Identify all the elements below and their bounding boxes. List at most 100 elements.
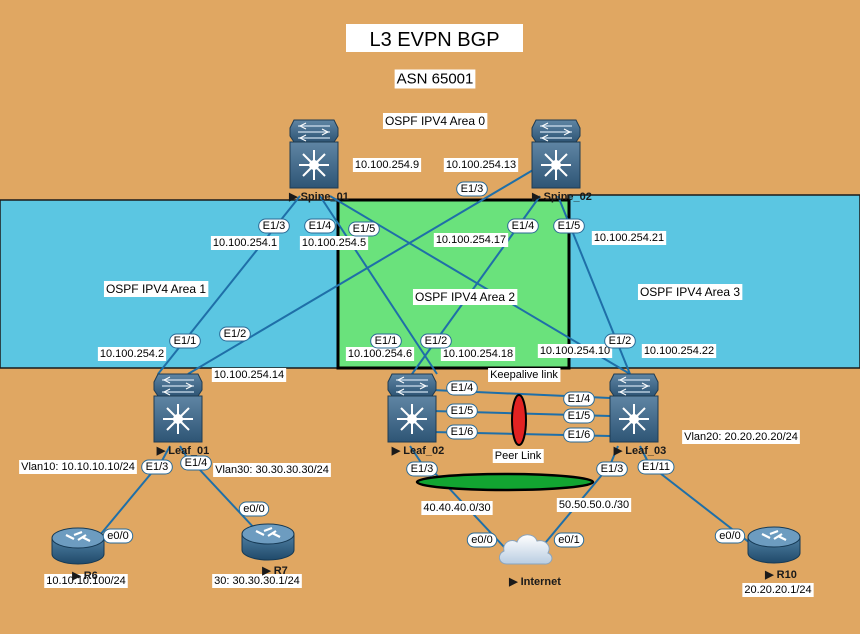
ip-label-bg (210, 236, 280, 250)
interface-label-bg (507, 218, 539, 234)
ip-label-bg (537, 344, 613, 358)
interface-label-bg (563, 427, 595, 443)
interface-label-bg (219, 326, 251, 342)
interface-label: E1/2 (224, 328, 247, 340)
host-ip-label: 10.10.10.100/24 (46, 575, 126, 587)
area3-label: OSPF IPV4 Area 3 (640, 285, 740, 299)
vlan-label: Vlan10: 10.10.10.10/24 (21, 461, 135, 473)
page-title: L3 EVPN BGP (369, 29, 499, 51)
ip-label-bg (352, 158, 422, 172)
interface-label: E1/4 (185, 457, 208, 469)
leaf01-name: ▶ Leaf_01 (156, 445, 210, 457)
host-ip-label: 30: 30.30.30.1/24 (214, 575, 300, 587)
interface-label-bg (563, 408, 595, 424)
ip-label-bg (345, 347, 415, 361)
leaf01-icon[interactable] (153, 373, 203, 443)
interface-label-bg (446, 424, 478, 440)
peer-link-label: Peer Link (495, 450, 542, 462)
ip-label-bg (443, 158, 519, 172)
area2-label: OSPF IPV4 Area 2 (415, 290, 515, 304)
interface-label: e0/0 (719, 530, 740, 542)
title-box (346, 24, 523, 52)
interface-label-bg (406, 461, 438, 477)
interface-label-bg (348, 221, 380, 237)
interface-label: E1/11 (642, 461, 670, 473)
interface-label-bg (714, 528, 746, 544)
network-label-bg (556, 498, 632, 512)
keepalive-link-channel (511, 394, 527, 446)
ip-label: 10.100.254.22 (644, 345, 714, 357)
interface-label-bg (102, 528, 134, 544)
asn-label: ASN 65001 (397, 71, 474, 88)
r10-router-icon[interactable] (746, 525, 802, 565)
r7-router-icon[interactable] (240, 522, 296, 562)
interface-label: E1/4 (451, 382, 474, 394)
ip-label: 10.100.254.6 (348, 348, 412, 360)
interface-label-bg (604, 333, 636, 349)
ip-label: 10.100.254.9 (355, 159, 419, 171)
ip-label-bg (641, 344, 717, 358)
leaf02-name: ▶ Leaf_02 (391, 445, 445, 457)
ip-label-bg (440, 347, 516, 361)
ip-label: 10.100.254.10 (540, 345, 610, 357)
network-label: 50.50.50.0./30 (559, 499, 629, 511)
spine01-name: ▶ Spine_01 (288, 191, 349, 203)
interface-label-bg (238, 501, 270, 517)
interface-label-bg (456, 181, 488, 197)
interface-label: E1/3 (411, 463, 434, 475)
interface-label: e0/0 (471, 534, 492, 546)
interface-label: e0/0 (243, 503, 264, 515)
interface-label: E1/1 (375, 335, 398, 347)
leaf02-icon[interactable] (387, 373, 437, 443)
area3-label-bg (637, 284, 743, 300)
ip-label: 10.100.254.21 (594, 232, 664, 244)
ip-label: 10.100.254.1 (213, 237, 277, 249)
interface-label-bg (420, 333, 452, 349)
host-ip-label-bg (44, 574, 128, 588)
asn-label-bg (394, 69, 476, 89)
peer-link-channel (415, 472, 595, 492)
vlan-label: Vlan30: 30.30.30.30/24 (215, 464, 329, 476)
interface-label-bg (258, 218, 290, 234)
interface-label: E1/5 (568, 410, 591, 422)
interface-label: e0/0 (107, 530, 128, 542)
network-label: 40.40.40.0/30 (423, 502, 490, 514)
interface-label-bg (304, 218, 336, 234)
interface-label-bg (370, 333, 402, 349)
ip-label: 10.100.254.13 (446, 159, 516, 171)
spine01-icon[interactable] (289, 119, 339, 189)
interface-label: E1/3 (601, 463, 624, 475)
interface-label-bg (466, 532, 498, 548)
interface-label: E1/5 (558, 220, 581, 232)
vlan-label-bg (19, 460, 137, 474)
area0-label: OSPF IPV4 Area 0 (385, 114, 485, 128)
interface-label-bg (141, 459, 173, 475)
ip-label: 10.100.254.14 (214, 369, 284, 381)
interface-label: E1/3 (263, 220, 286, 232)
interface-label: E1/6 (451, 426, 474, 438)
interface-label-bg (637, 459, 675, 475)
interface-label: E1/6 (568, 429, 591, 441)
host-ip-label: 20.20.20.1/24 (744, 584, 811, 596)
host-ip-label-bg (742, 583, 814, 597)
area0-label-bg (382, 113, 488, 129)
vlan-label: Vlan20: 20.20.20.20/24 (684, 431, 798, 443)
interface-label: E1/3 (146, 461, 169, 473)
ip-label-bg (97, 347, 167, 361)
internet-name: ▶ Internet (508, 576, 561, 588)
spine02-name: ▶ Spine_02 (531, 191, 592, 203)
interface-label: e0/1 (558, 534, 579, 546)
ip-label: 10.100.254.5 (302, 237, 366, 249)
interface-label: E1/3 (461, 183, 484, 195)
host-ip-label-bg (212, 574, 302, 588)
leaf03-icon[interactable] (609, 373, 659, 443)
keepalive-label: Keepalive link (490, 369, 558, 381)
r7-name: ▶ R7 (261, 565, 288, 577)
spine02-icon[interactable] (531, 119, 581, 189)
interface-label-bg (446, 403, 478, 419)
r6-router-icon[interactable] (50, 526, 106, 566)
area1-label-bg (103, 281, 209, 297)
r10-name: ▶ R10 (764, 569, 797, 581)
